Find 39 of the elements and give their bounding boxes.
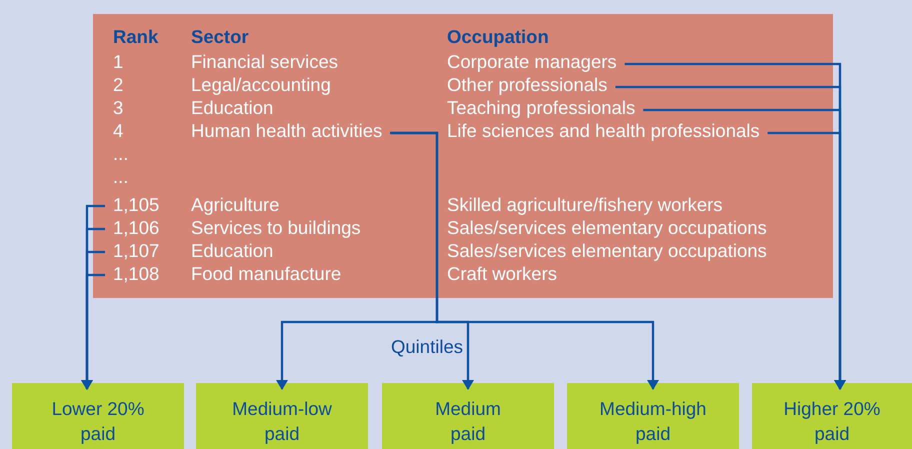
table-text: 3 — [113, 97, 124, 119]
group-label: Quintiles — [391, 336, 463, 358]
table-text: Skilled agriculture/fishery workers — [447, 194, 723, 216]
table-text: Education — [191, 240, 274, 262]
table-panel — [93, 14, 833, 298]
category-box: Medium-high paid — [567, 383, 739, 449]
table-text: 1 — [113, 51, 124, 73]
table-text: Services to buildings — [191, 217, 361, 239]
table-text: Sales/services elementary occupations — [447, 240, 767, 262]
table-text: Education — [191, 97, 274, 119]
table-text: Other professionals — [447, 74, 616, 96]
table-text: ... — [113, 166, 128, 188]
category-box: Medium paid — [382, 383, 554, 449]
category-box: Higher 20% paid — [752, 383, 912, 449]
table-text: 4 — [113, 120, 124, 142]
column-header: Sector — [191, 26, 249, 48]
column-header: Rank — [113, 26, 158, 48]
table-text: Corporate managers — [447, 51, 625, 73]
arrow — [768, 132, 846, 390]
rank-text: 1,105 — [105, 194, 160, 216]
table-text: Craft workers — [447, 263, 557, 285]
category-box: Lower 20% paid — [12, 383, 184, 449]
table-text: ... — [113, 143, 128, 165]
table-text: Financial services — [191, 51, 338, 73]
table-text: Teaching professionals — [447, 97, 644, 119]
arrow — [390, 132, 659, 390]
rank-text: 1,108 — [105, 263, 160, 285]
table-text: Legal/accounting — [191, 74, 331, 96]
table-text: Sales/services elementary occupations — [447, 217, 767, 239]
table-text: 2 — [113, 74, 124, 96]
rank-text: 1,106 — [105, 217, 160, 239]
arrow — [81, 274, 105, 390]
table-text: Agriculture — [191, 194, 280, 216]
rank-text: 1,107 — [105, 240, 160, 262]
table-text: Life sciences and health professionals — [447, 120, 768, 142]
table-text: Human health activities — [191, 120, 390, 142]
table-text: Food manufacture — [191, 263, 342, 285]
category-box: Medium-low paid — [196, 383, 368, 449]
column-header: Occupation — [447, 26, 549, 48]
